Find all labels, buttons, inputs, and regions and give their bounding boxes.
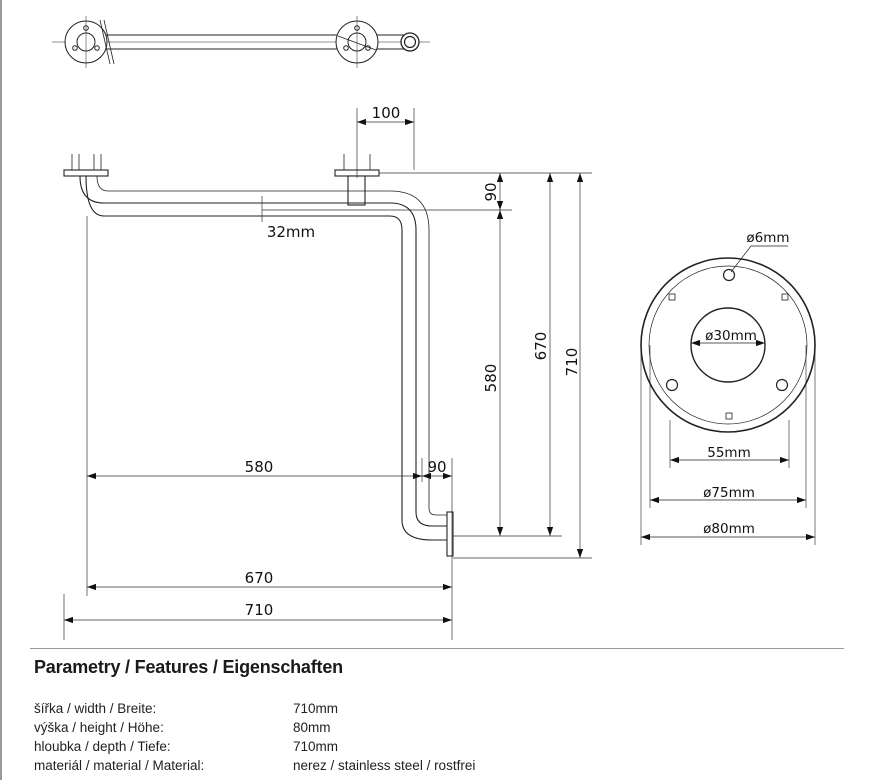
spec-value: 80mm — [293, 720, 331, 735]
bottom-floor-flange — [446, 511, 454, 557]
dim-mid-width: 670 — [245, 569, 274, 587]
flange-outer-circle — [640, 257, 816, 433]
top-view-tube-end — [400, 32, 420, 52]
dim-tube-offset: 32mm — [267, 223, 315, 241]
flange-center-hole — [690, 307, 766, 383]
label-center-diameter: ø30mm — [705, 328, 757, 344]
dim-vertical-drop: 90 — [482, 182, 500, 201]
technical-drawing: 100 90 32mm 580 670 710 580 90 670 710 — [52, 16, 816, 640]
spec-value: 710mm — [293, 739, 339, 754]
flange-inner-circle — [648, 265, 808, 425]
dim-mid-height: 670 — [532, 332, 550, 361]
dimension-lines — [63, 108, 592, 640]
dim-end-offset: 90 — [427, 458, 446, 476]
label-outer-diameter: ø80mm — [703, 521, 755, 537]
label-hole-spacing: 55mm — [707, 445, 750, 461]
dim-inner-height: 580 — [482, 364, 500, 393]
section-divider — [30, 648, 844, 649]
spec-row: šířka / width / Breite: 710mm — [34, 699, 594, 718]
label-hole-diameter: ø6mm — [746, 230, 789, 246]
spec-value: nerez / stainless steel / rostfrei — [293, 758, 476, 773]
middle-post — [347, 175, 366, 206]
screw-hole-right — [775, 378, 789, 392]
top-view — [52, 16, 430, 68]
spec-value: 710mm — [293, 701, 339, 716]
dim-total-height: 710 — [563, 348, 581, 377]
screw-hole-top — [722, 268, 736, 282]
spec-row: výška / height / Höhe: 80mm — [34, 718, 594, 737]
flange-labels: ø6mm ø30mm 55mm ø75mm ø80mm — [703, 230, 789, 537]
side-view — [63, 154, 454, 557]
page-left-border — [0, 0, 2, 780]
dimension-labels: 100 90 32mm 580 670 710 580 90 670 710 — [245, 104, 581, 619]
features-heading: Parametry / Features / Eigenschaften — [34, 657, 343, 677]
dim-top-offset: 100 — [372, 104, 401, 122]
label-inner-diameter: ø75mm — [703, 485, 755, 501]
spec-row: hloubka / depth / Tiefe: 710mm — [34, 737, 594, 756]
spec-table: šířka / width / Breite: 710mm výška / heig… — [34, 699, 594, 775]
screw-hole-left — [665, 378, 679, 392]
spec-label: hloubka / depth / Tiefe: — [34, 739, 171, 754]
spec-label: výška / height / Höhe: — [34, 720, 164, 735]
dim-total-width: 710 — [245, 601, 274, 619]
spec-label: šířka / width / Breite: — [34, 701, 157, 716]
left-wall-flange — [63, 169, 109, 177]
dim-inner-width: 580 — [245, 458, 274, 476]
spec-row: materiál / material / Material: nerez / s… — [34, 756, 594, 775]
spec-label: materiál / material / Material: — [34, 758, 205, 773]
flange-detail — [640, 245, 816, 545]
